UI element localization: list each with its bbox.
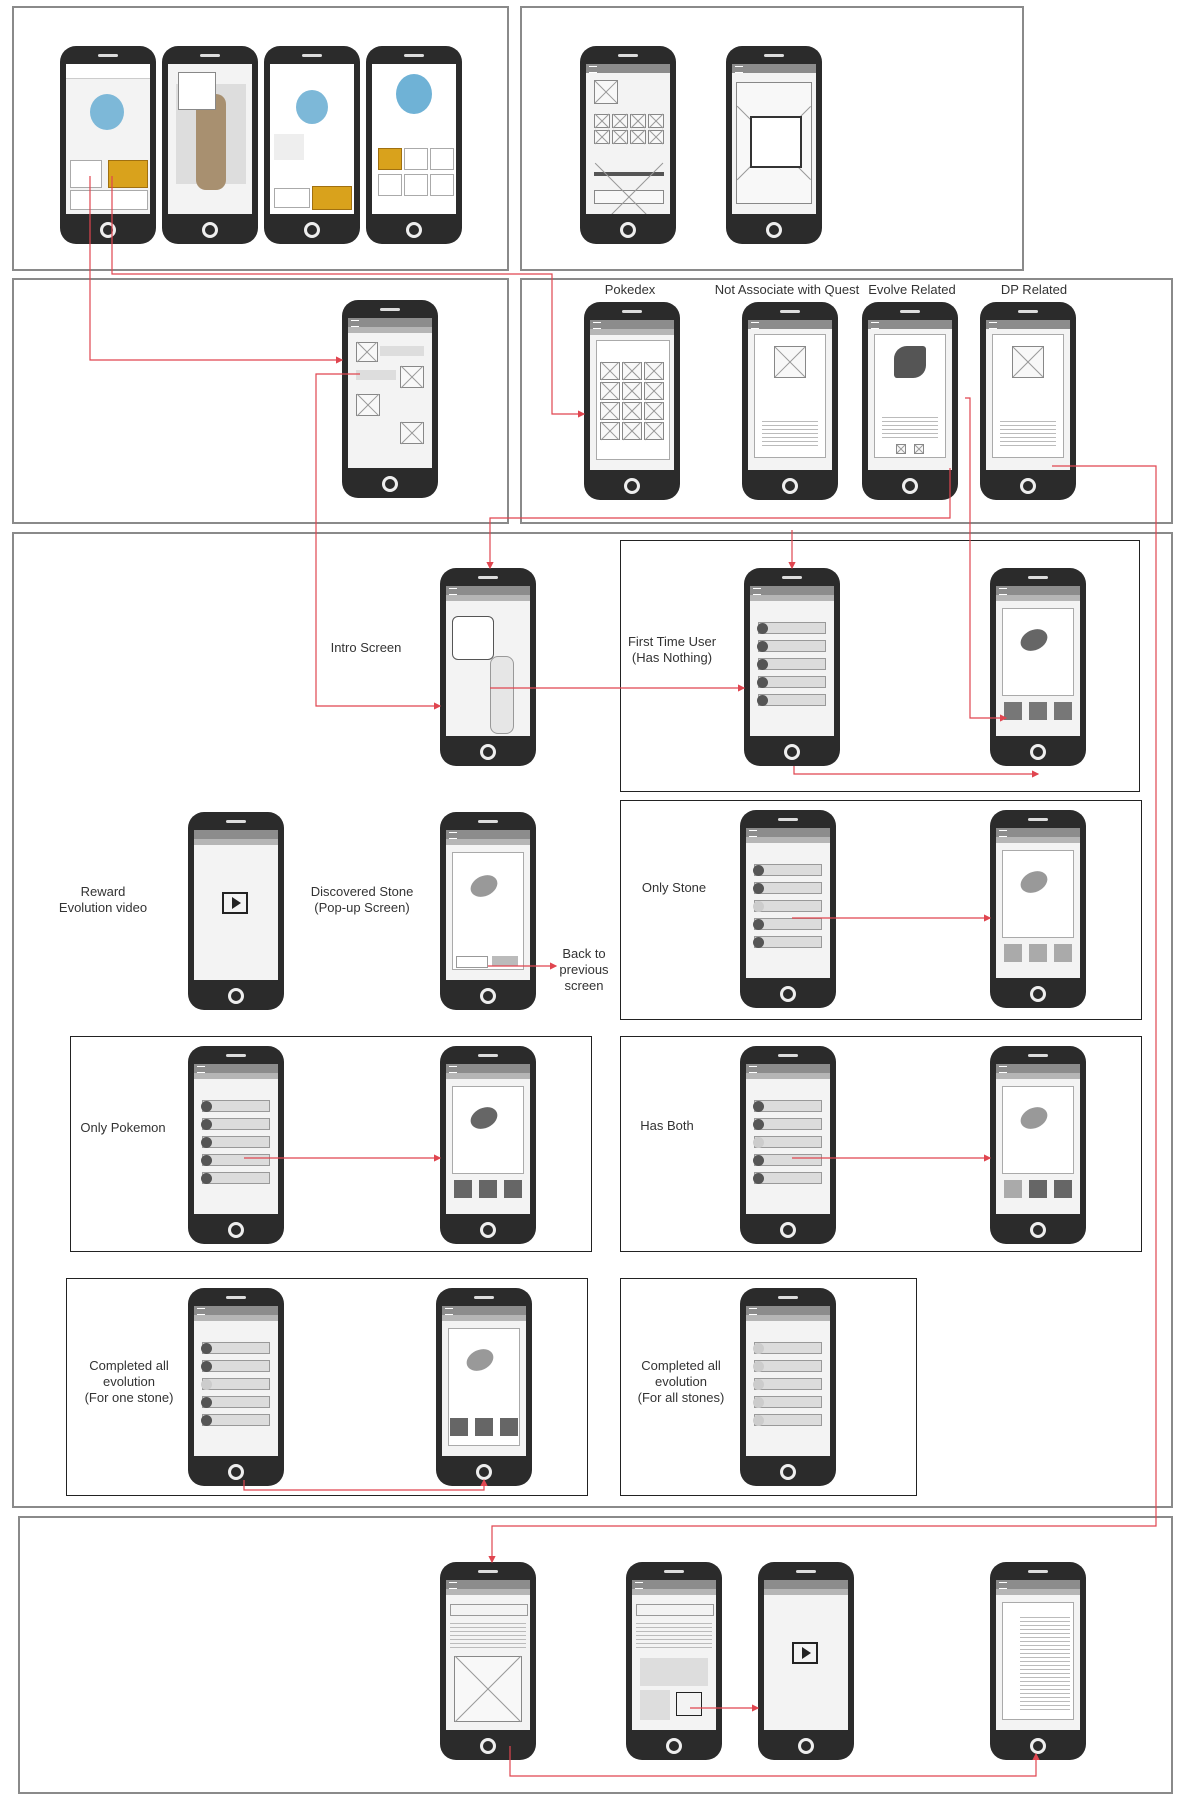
label-completed-one: Completed all evolution (For one stone) bbox=[84, 1358, 174, 1405]
header-evolve-related: Evolve Related bbox=[868, 282, 956, 297]
phone-completed-one-detail bbox=[436, 1288, 532, 1486]
subpanel-only-stone bbox=[620, 800, 1142, 1020]
label-only-stone: Only Stone bbox=[641, 880, 707, 895]
phone-pokemon-not-associate bbox=[742, 302, 838, 500]
phone-has-both-detail bbox=[990, 1046, 1086, 1244]
phone-detective-video bbox=[758, 1562, 854, 1760]
panel-pokedex bbox=[520, 278, 1173, 524]
panel-detective bbox=[18, 1516, 1173, 1794]
panel-main-flow bbox=[12, 6, 509, 271]
phone-only-stone-list bbox=[740, 810, 836, 1008]
phone-discovered-stone bbox=[440, 812, 536, 1010]
phone-quest-list bbox=[342, 300, 438, 498]
header-pokedex: Pokedex bbox=[604, 282, 656, 297]
phone-has-both-list bbox=[740, 1046, 836, 1244]
panel-evolution-quest bbox=[12, 532, 1173, 1508]
phone-pokemon-evolve-related bbox=[862, 302, 958, 500]
label-first-time: First Time User (Has Nothing) bbox=[627, 634, 717, 665]
label-back-previous: Back to previous screen bbox=[559, 946, 609, 993]
label-intro: Intro Screen bbox=[330, 640, 402, 655]
subpanel-completed-all bbox=[620, 1278, 917, 1496]
phone-profile bbox=[60, 46, 156, 244]
play-icon bbox=[222, 892, 248, 914]
phone-pokedex bbox=[584, 302, 680, 500]
label-discovered: Discovered Stone (Pop-up Screen) bbox=[310, 884, 414, 915]
phone-completed-one-list bbox=[188, 1288, 284, 1486]
phone-only-stone-detail bbox=[990, 810, 1086, 1008]
label-has-both: Has Both bbox=[640, 1118, 694, 1133]
phone-intro bbox=[440, 568, 536, 766]
panel-quest-list bbox=[12, 278, 509, 524]
label-completed-all: Completed all evolution (For all stones) bbox=[637, 1358, 725, 1405]
phone-log bbox=[990, 1562, 1086, 1760]
phone-completed-all-list bbox=[740, 1288, 836, 1486]
label-only-pokemon: Only Pokemon bbox=[80, 1120, 166, 1135]
subpanel-only-pokemon bbox=[70, 1036, 592, 1252]
phone-first-time-detail bbox=[990, 568, 1086, 766]
phone-character bbox=[162, 46, 258, 244]
header-dp-related: DP Related bbox=[1000, 282, 1068, 297]
panel-pokeball bbox=[520, 6, 1024, 271]
label-reward: Reward Evolution video bbox=[58, 884, 148, 915]
phone-first-time-list bbox=[744, 568, 840, 766]
phone-only-pokemon-list bbox=[188, 1046, 284, 1244]
play-icon-2 bbox=[792, 1642, 818, 1664]
phone-pokeball-grid bbox=[580, 46, 676, 244]
subpanel-completed-one bbox=[66, 1278, 588, 1496]
phone-level bbox=[264, 46, 360, 244]
phone-pokemon-dp-related bbox=[980, 302, 1076, 500]
phone-detective-2 bbox=[626, 1562, 722, 1760]
phone-detective-1 bbox=[440, 1562, 536, 1760]
phone-inventory bbox=[366, 46, 462, 244]
header-not-associate: Not Associate with Quest bbox=[714, 282, 860, 297]
phone-pokeball-register bbox=[726, 46, 822, 244]
phone-only-pokemon-detail bbox=[440, 1046, 536, 1244]
subpanel-first-time bbox=[620, 540, 1140, 792]
phone-reward-video bbox=[188, 812, 284, 1010]
subpanel-has-both bbox=[620, 1036, 1142, 1252]
